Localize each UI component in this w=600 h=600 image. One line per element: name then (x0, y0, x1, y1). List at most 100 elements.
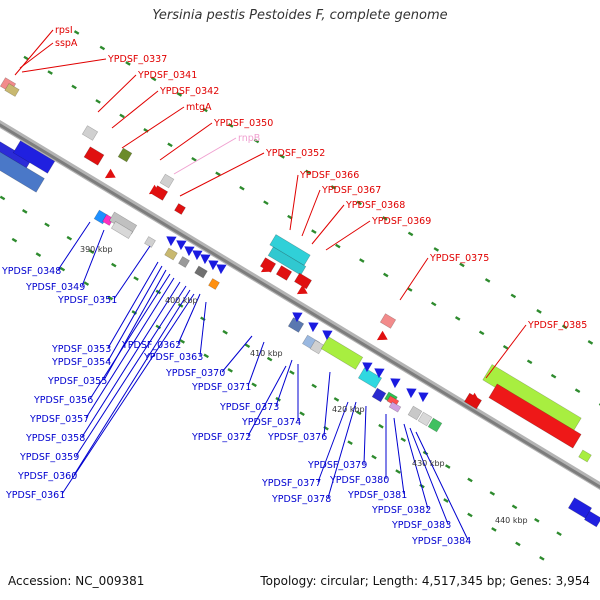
reverse-gene-label: YPDSF_0373 (219, 402, 279, 413)
tick-mark-inner-2 (35, 252, 42, 257)
gene-feature (144, 236, 156, 248)
forward-gene-label: rpsI (55, 25, 73, 36)
gene-feature (427, 417, 443, 433)
gene-feature (417, 411, 433, 427)
tick-mark-inner-2 (491, 527, 497, 532)
tick-mark-inner-2 (299, 411, 305, 417)
tick-mark-outer (263, 200, 269, 206)
tick-mark-inner (400, 437, 406, 443)
gene-feature (407, 405, 423, 421)
gene-feature (294, 272, 312, 290)
forward-gene-label: YPDSF_0367 (321, 185, 381, 196)
tick-mark-outer (526, 359, 533, 365)
reverse-gene-label: YPDSF_0376 (267, 432, 327, 443)
reverse-gene-label: YPDSF_0360 (17, 471, 77, 482)
tick-mark-inner-2 (371, 454, 377, 460)
reverse-gene-label: YPDSF_0357 (29, 414, 89, 425)
gene-arrow-reverse (406, 388, 417, 399)
leader-line (97, 74, 137, 113)
leader-line (311, 204, 345, 245)
tick-mark-inner (222, 329, 228, 335)
gene-arrow-forward (148, 184, 160, 195)
tick-mark-outer (215, 171, 221, 177)
leader-line (57, 221, 91, 271)
tick-mark-inner-2 (83, 281, 90, 286)
tick-mark-inner-2 (539, 556, 545, 561)
reverse-gene-label: YPDSF_0359 (19, 452, 79, 463)
leader-line (81, 281, 181, 438)
tick-mark-outer (478, 330, 485, 336)
leader-line (179, 152, 265, 197)
leader-line (275, 359, 293, 407)
tick-mark-inner-2 (515, 541, 521, 547)
tick-mark-inner (467, 477, 473, 483)
tick-mark-inner (111, 262, 117, 268)
gene-arrow-reverse (200, 254, 211, 265)
tick-mark-outer (383, 272, 389, 278)
leader-line (199, 301, 207, 357)
gene-arrow-reverse (308, 322, 319, 333)
tick-mark-outer (502, 344, 509, 350)
reverse-gene-label: YPDSF_0377 (261, 478, 321, 489)
gene-arrow-reverse (374, 368, 385, 379)
tick-mark-inner (311, 383, 317, 389)
forward-gene-label: YPDSF_0337 (107, 54, 167, 65)
reverse-gene-label: YPDSF_0381 (347, 490, 407, 501)
leader-line (403, 423, 429, 510)
tick-mark-inner (534, 517, 540, 523)
gene-arrow-reverse (192, 250, 203, 261)
tick-mark-outer-2 (536, 309, 542, 314)
reverse-gene-label: YPDSF_0372 (191, 432, 251, 443)
reverse-gene-label: YPDSF_0355 (47, 376, 107, 387)
tick-mark-inner-2 (227, 368, 233, 373)
tick-mark-inner (511, 504, 518, 510)
gene-feature (12, 140, 56, 174)
tick-mark-inner (556, 531, 562, 537)
tick-mark-outer-2 (587, 340, 594, 345)
gene-feature (357, 367, 383, 389)
tick-mark-outer-2 (279, 154, 285, 159)
tick-mark-outer-2 (407, 231, 414, 237)
reverse-gene-label: YPDSF_0349 (25, 282, 85, 293)
leader-line (113, 245, 151, 300)
leader-line (289, 174, 299, 231)
leader-line (325, 220, 371, 251)
leader-line (61, 293, 195, 495)
tick-mark-inner (244, 343, 251, 348)
scale-label: 440 kbp (495, 516, 528, 525)
tick-mark-outer-2 (125, 61, 131, 66)
gene-arrow-reverse (216, 264, 227, 275)
tick-mark-outer-2 (150, 76, 157, 82)
leader-line (111, 90, 159, 129)
leader-line (221, 335, 253, 373)
gene-arrow-reverse (166, 236, 177, 247)
gene-feature (208, 278, 220, 290)
tick-mark-inner (66, 235, 73, 241)
gene-arrow-reverse (418, 392, 429, 403)
tick-mark-inner-2 (155, 324, 162, 330)
gene-arrow-reverse (208, 260, 219, 271)
reverse-gene-label: YPDSF_0370 (165, 368, 225, 379)
gene-feature (110, 221, 134, 239)
leader-line (159, 122, 213, 161)
tick-mark-inner (133, 276, 139, 281)
tick-mark-outer-2 (459, 262, 465, 268)
reverse-gene-label: YPDSF_0362 (121, 340, 181, 351)
reverse-gene-label: YPDSF_0379 (307, 460, 367, 471)
tick-mark-inner (333, 397, 340, 402)
tick-mark-inner (355, 410, 362, 416)
tick-mark-inner (44, 222, 50, 228)
gene-arrow-forward (468, 392, 480, 403)
leader-line (85, 277, 175, 419)
leader-line (485, 324, 527, 379)
reverse-gene-label: YPDSF_0363 (143, 352, 203, 363)
tick-mark-inner (22, 209, 28, 214)
tick-mark-inner-2 (467, 512, 473, 518)
leader-line (177, 293, 201, 345)
tick-mark-outer (239, 185, 245, 191)
leader-line (247, 365, 287, 437)
gene-arrow-reverse (292, 312, 303, 323)
tick-mark-inner-2 (443, 498, 449, 503)
leader-line (89, 273, 171, 400)
gene-arrow-forward (296, 284, 308, 295)
